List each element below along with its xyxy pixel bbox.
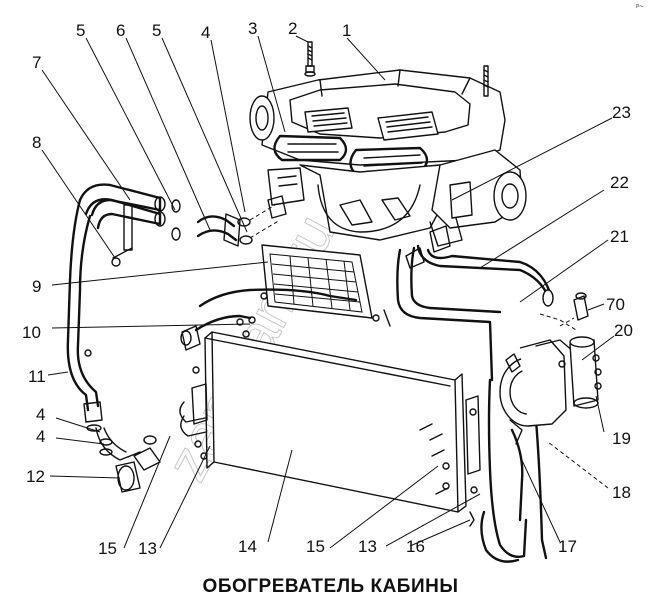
callout-13-second: 13 — [358, 537, 377, 556]
compressor — [499, 339, 575, 445]
callout-19: 19 — [612, 429, 631, 448]
callout-14: 14 — [238, 537, 257, 556]
callout-4-second: 4 — [36, 405, 45, 424]
callout-13: 13 — [138, 539, 157, 558]
small-screws — [242, 316, 450, 495]
callout-12: 12 — [26, 467, 45, 486]
callout-5: 5 — [76, 21, 85, 40]
callout-2: 2 — [288, 19, 297, 38]
radiator-14 — [179, 331, 481, 527]
callout-22: 22 — [610, 173, 629, 192]
leader-lines — [41, 35, 615, 549]
bolt-2 — [304, 41, 316, 77]
left-duct-loop — [273, 134, 348, 162]
upper-connections — [405, 225, 451, 269]
callout-16: 16 — [406, 537, 425, 556]
callout-9: 9 — [32, 277, 41, 296]
hose-connectors — [171, 195, 287, 247]
callout-3: 3 — [248, 19, 257, 38]
left-heater-pipes — [66, 183, 166, 432]
callout-18: 18 — [612, 483, 631, 502]
callout-4-third: 4 — [36, 427, 45, 446]
callout-5-second: 5 — [152, 21, 161, 40]
callout-1: 1 — [342, 21, 351, 40]
callout-15: 15 — [98, 539, 117, 558]
callout-6: 6 — [116, 21, 125, 40]
callout-7: 7 — [32, 53, 41, 72]
callout-4: 4 — [201, 23, 210, 42]
bolt-top-right — [483, 65, 489, 97]
fitting-10 — [180, 314, 252, 351]
receiver-dryer — [539, 292, 602, 409]
callout-21: 21 — [610, 227, 629, 246]
corner-mark: ᵖ~ — [636, 2, 644, 11]
callout-11: 11 — [28, 367, 46, 386]
callout-15-second: 15 — [306, 537, 325, 556]
callout-10: 10 — [22, 323, 41, 342]
callout-70: 70 — [606, 295, 625, 314]
callout-17: 17 — [558, 537, 577, 556]
callout-labels: 1 2 3 4 5 6 5 7 8 9 10 11 4 4 12 15 13 1… — [22, 19, 633, 558]
fittings-12 — [95, 427, 161, 493]
callout-20: 20 — [614, 321, 633, 340]
diagram-caption: ОБОГРЕВАТЕЛЬ КАБИНЫ — [202, 576, 459, 597]
callout-8: 8 — [32, 133, 41, 152]
callout-23: 23 — [612, 103, 631, 122]
heater-unit-housing — [249, 69, 527, 247]
